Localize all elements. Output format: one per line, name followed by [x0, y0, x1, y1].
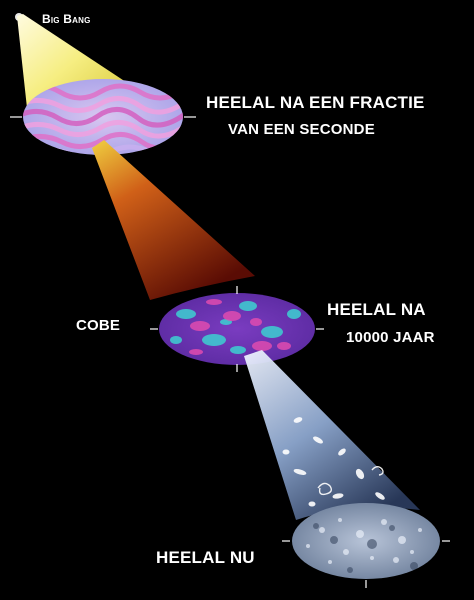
after-10000-years-label-line2: 10000 jaar: [346, 329, 435, 346]
big-bang-label: Big Bang: [42, 12, 91, 26]
cone-now: [244, 350, 420, 520]
cobe-ellipse: [150, 286, 324, 372]
after-10000-years-label-line1: Heelal na: [327, 300, 426, 319]
cone-cobe: [92, 140, 255, 300]
fraction-second-label-line1: Heelal na een fractie: [206, 93, 425, 112]
universe-now-label: Heelal nu: [156, 548, 255, 567]
present-universe-ellipse: [282, 503, 450, 588]
cobe-label: COBE: [76, 317, 121, 334]
galaxy-cluster: [282, 417, 385, 507]
fraction-second-label-line2: van een seconde: [228, 121, 375, 138]
